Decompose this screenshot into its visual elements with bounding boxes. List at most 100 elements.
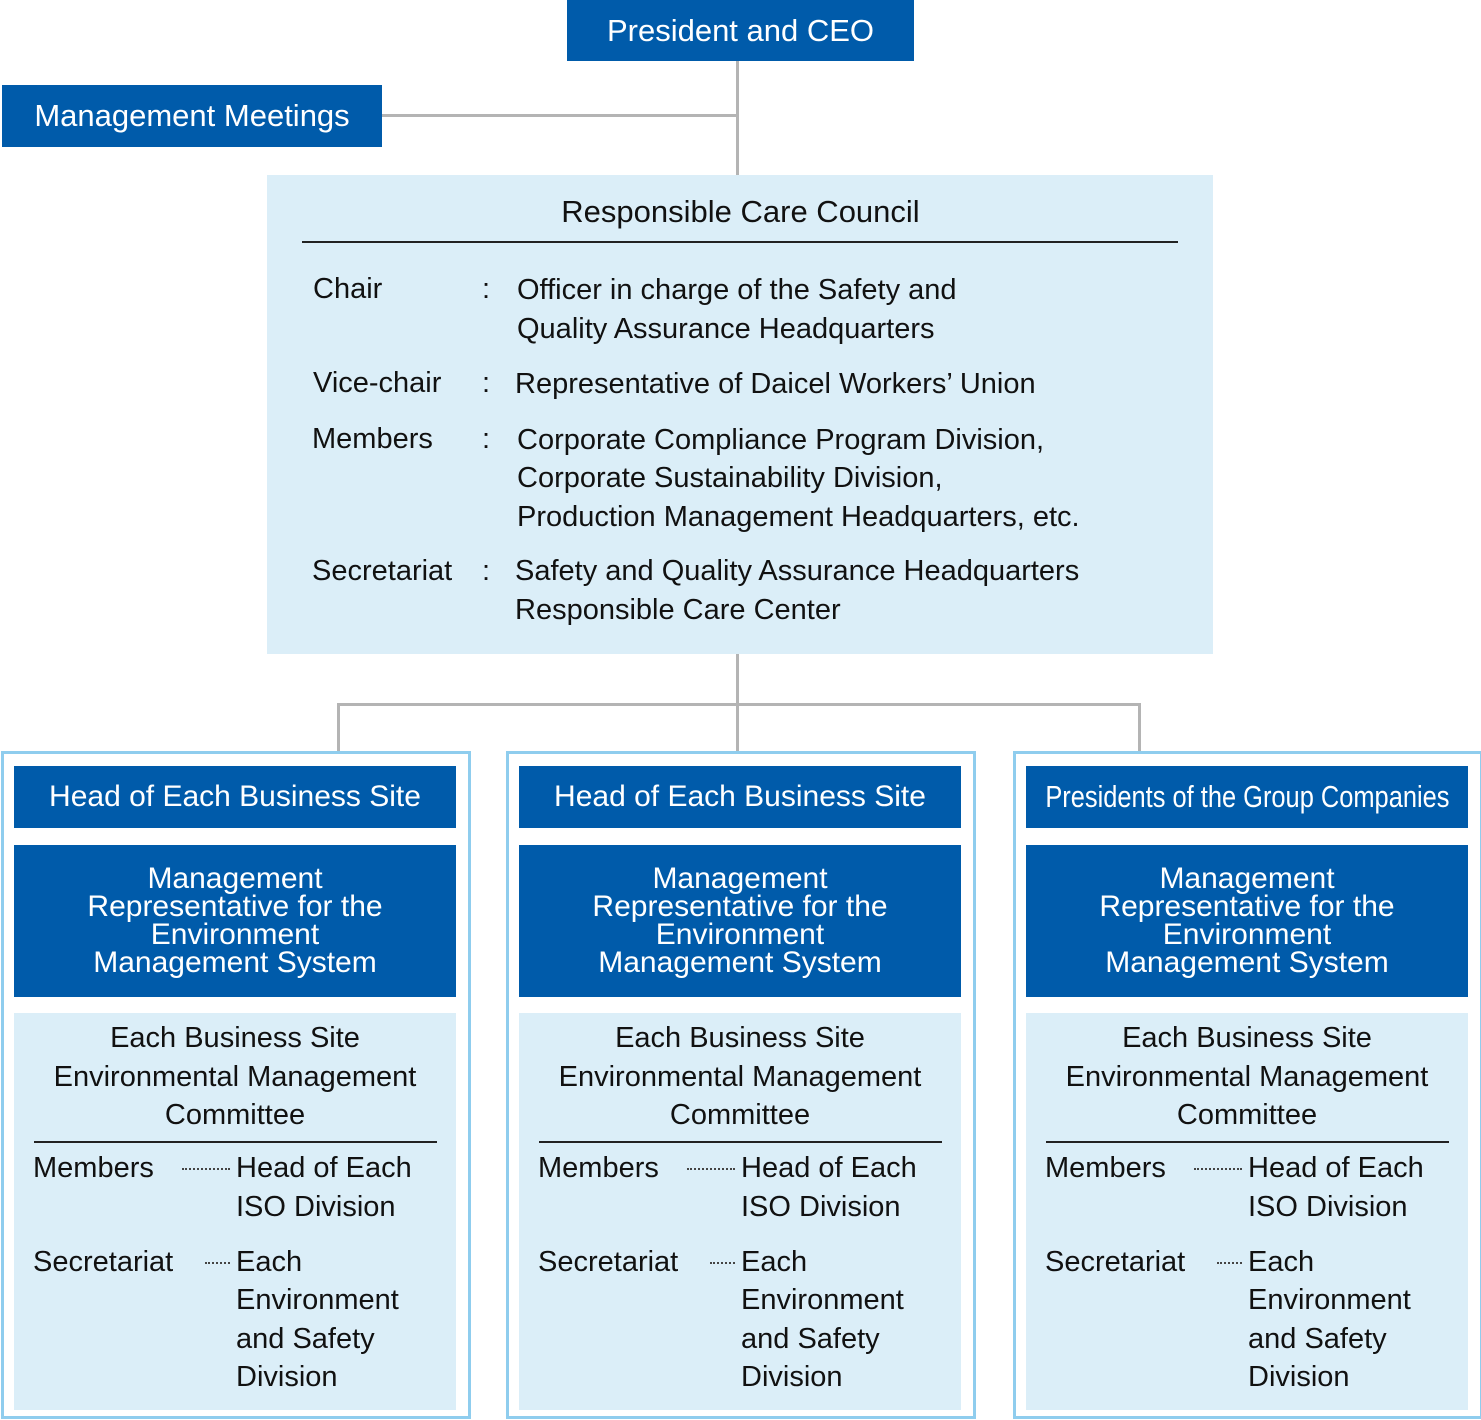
rep-line-4: Management System — [93, 946, 377, 979]
connector-meetings — [381, 114, 739, 117]
committee-title-line-3: Committee — [669, 1099, 811, 1131]
management-representative-box: Management Representative for the Enviro… — [519, 845, 961, 997]
rep-line-4: Management System — [598, 946, 882, 979]
council-secretariat-colon: : — [482, 555, 491, 587]
management-representative-box: Management Representative for the Enviro… — [14, 845, 456, 997]
connector-ceo-council — [736, 60, 739, 176]
committee-secretariat-line-3: and Safety — [236, 1323, 375, 1355]
committee-rule — [539, 1141, 942, 1143]
committee-title-line-1: Each Business Site — [1122, 1022, 1372, 1054]
rep-line-3: Environment — [655, 918, 825, 951]
rep-line-2: Representative for the — [1099, 890, 1395, 923]
committee-secretariat-line-1: Each — [236, 1246, 303, 1278]
column-3: Presidents of the Group Companies Manage… — [1013, 751, 1481, 1419]
committee-secretariat-line-2: Environment — [236, 1284, 399, 1316]
column-head-label: Head of Each Business Site — [49, 780, 421, 813]
committee-rule — [34, 1141, 437, 1143]
committee-secretariat-line-1: Each — [1248, 1246, 1315, 1278]
committee-members-label: Members — [33, 1152, 154, 1184]
committee-secretariat-line-4: Division — [236, 1361, 338, 1393]
connector-left-drop — [337, 703, 340, 752]
committee-secretariat-line-2: Environment — [741, 1284, 904, 1316]
column-head-label: Presidents of the Group Companies — [1044, 779, 1450, 814]
rep-line-1: Management — [147, 862, 323, 895]
council-vice-colon: : — [482, 367, 491, 399]
committee-title-line-3: Committee — [164, 1099, 306, 1131]
committee-title-line-2: Environmental Management — [558, 1060, 922, 1093]
committee-members-label: Members — [1045, 1152, 1166, 1184]
committee-members-label: Members — [538, 1152, 659, 1184]
committee-rule — [1046, 1141, 1449, 1143]
secretariat-leader-dots — [205, 1262, 230, 1264]
committee-secretariat-label: Secretariat — [33, 1246, 174, 1278]
committee-members-line-1: Head of Each — [236, 1152, 412, 1184]
council-chair-colon: : — [482, 273, 491, 305]
council-chair-line-2: Quality Assurance Headquarters — [517, 313, 935, 345]
committee-title-line-3: Committee — [1176, 1099, 1318, 1131]
column-1: Head of Each Business Site Management Re… — [1, 751, 471, 1419]
committee-members-line-2: ISO Division — [741, 1191, 901, 1223]
members-leader-dots — [1194, 1168, 1242, 1170]
column-2: Head of Each Business Site Management Re… — [506, 751, 976, 1419]
committee-secretariat-line-2: Environment — [1248, 1284, 1411, 1316]
council-members-colon: : — [482, 423, 491, 455]
management-meetings-label: Management Meetings — [34, 98, 350, 133]
committee-members-line-2: ISO Division — [236, 1191, 396, 1223]
secretariat-leader-dots — [1217, 1262, 1242, 1264]
members-leader-dots — [182, 1168, 230, 1170]
committee-title: Each Business Site Environmental Managem… — [14, 1019, 456, 1135]
rep-line-1: Management — [652, 862, 828, 895]
ceo-box: President and CEO — [567, 0, 914, 61]
council-members-line-1: Corporate Compliance Program Division, — [517, 424, 1045, 456]
committee-secretariat-line-4: Division — [1248, 1361, 1350, 1393]
connector-horizontal-bar — [337, 703, 1141, 706]
council-members-label: Members — [312, 423, 433, 455]
committee-box: Each Business Site Environmental Managem… — [14, 1013, 456, 1410]
committee-members-line-1: Head of Each — [1248, 1152, 1424, 1184]
committee-title: Each Business Site Environmental Managem… — [1026, 1019, 1468, 1135]
committee-title-line-1: Each Business Site — [110, 1022, 360, 1054]
rep-line-2: Representative for the — [87, 890, 383, 923]
council-members-line-2: Corporate Sustainability Division, — [517, 462, 943, 494]
council-members-line-3: Production Management Headquarters, etc. — [517, 501, 1080, 533]
responsible-care-council — [267, 175, 1213, 654]
committee-secretariat-line-1: Each — [741, 1246, 808, 1278]
committee-title-line-2: Environmental Management — [53, 1060, 417, 1093]
rep-line-1: Management — [1159, 862, 1335, 895]
committee-secretariat-line-4: Division — [741, 1361, 843, 1393]
committee-members-line-2: ISO Division — [1248, 1191, 1408, 1223]
column-head-box: Presidents of the Group Companies — [1026, 766, 1468, 828]
committee-title: Each Business Site Environmental Managem… — [519, 1019, 961, 1135]
rep-line-3: Environment — [150, 918, 320, 951]
council-title: Responsible Care Council — [561, 194, 920, 229]
committee-secretariat-line-3: and Safety — [1248, 1323, 1387, 1355]
council-secretariat-line-1: Safety and Quality Assurance Headquarter… — [515, 555, 1080, 587]
committee-title-line-1: Each Business Site — [615, 1022, 865, 1054]
rep-line-4: Management System — [1105, 946, 1389, 979]
council-chair-label: Chair — [313, 273, 383, 305]
committee-secretariat-line-3: and Safety — [741, 1323, 880, 1355]
management-meetings-box: Management Meetings — [2, 85, 382, 147]
column-head-box: Head of Each Business Site — [519, 766, 961, 828]
council-vice-line-1: Representative of Daicel Workers’ Union — [515, 368, 1036, 400]
council-chair-line-1: Officer in charge of the Safety and — [517, 274, 957, 306]
members-leader-dots — [687, 1168, 735, 1170]
committee-secretariat-label: Secretariat — [538, 1246, 679, 1278]
committee-title-line-2: Environmental Management — [1065, 1060, 1429, 1093]
committee-members-line-1: Head of Each — [741, 1152, 917, 1184]
council-vice-label: Vice-chair — [313, 367, 442, 399]
committee-box: Each Business Site Environmental Managem… — [519, 1013, 961, 1410]
committee-box: Each Business Site Environmental Managem… — [1026, 1013, 1468, 1410]
ceo-label: President and CEO — [606, 12, 875, 48]
rep-line-3: Environment — [1162, 918, 1332, 951]
rep-line-2: Representative for the — [592, 890, 888, 923]
council-rule — [302, 241, 1178, 243]
management-representative-box: Management Representative for the Enviro… — [1026, 845, 1468, 997]
column-head-label: Head of Each Business Site — [554, 780, 926, 813]
connector-right-drop — [1138, 703, 1141, 752]
council-secretariat-line-2: Responsible Care Center — [515, 594, 841, 626]
council-secretariat-label: Secretariat — [312, 555, 453, 587]
committee-secretariat-label: Secretariat — [1045, 1246, 1186, 1278]
secretariat-leader-dots — [710, 1262, 735, 1264]
column-head-box: Head of Each Business Site — [14, 766, 456, 828]
